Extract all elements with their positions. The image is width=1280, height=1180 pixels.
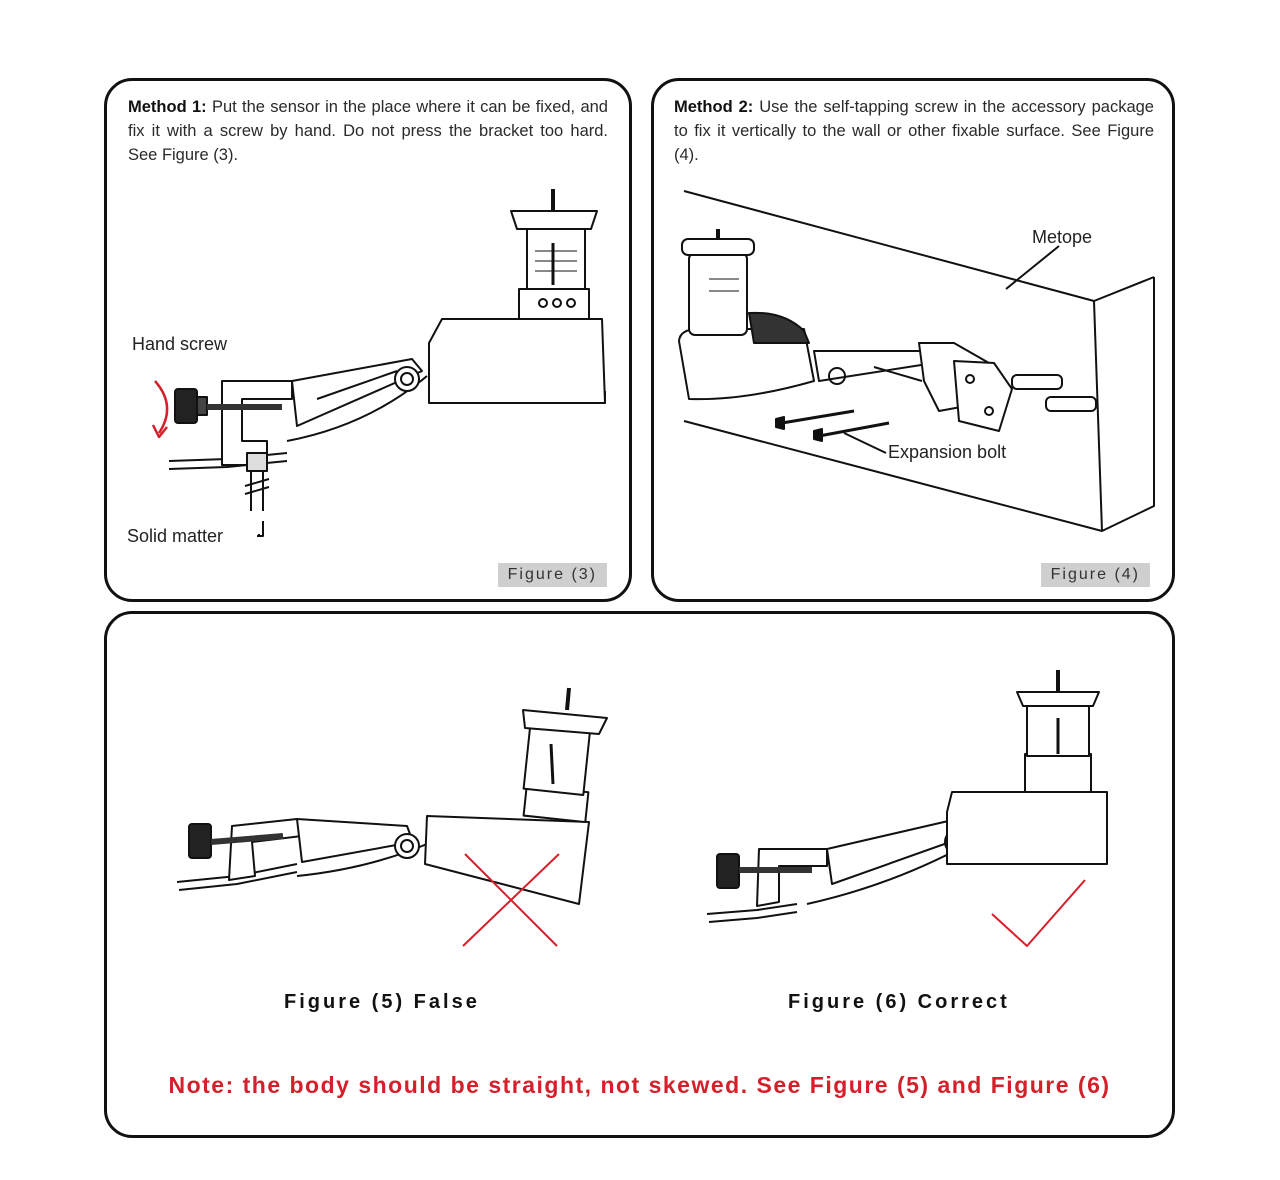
figure-4-illustration — [678, 190, 1155, 532]
comparison-panel: Figure (5) False Figure (6) Correct Note… — [104, 611, 1175, 1138]
figure-5-caption: Figure (5) False — [284, 991, 480, 1013]
figure-3-illustration — [151, 189, 606, 537]
method-1-text: Put the sensor in the place where it can… — [128, 98, 608, 164]
method-2-heading: Method 2: — [674, 98, 754, 116]
method-1-heading: Method 1: — [128, 98, 207, 116]
note-text: Note: the body should be straight, not s… — [168, 1072, 1111, 1098]
figure-5-illustration — [176, 687, 608, 947]
solid-matter-callout: Solid matter — [127, 526, 224, 546]
method-2-instructions: Method 2: Use the self-tapping screw in … — [674, 95, 1154, 167]
figure-6-caption: Figure (6) Correct — [788, 991, 1010, 1013]
metope-callout: Metope — [1032, 227, 1093, 247]
method-2-text: Use the self-tapping screw in the access… — [674, 98, 1154, 164]
method-2-panel: Method 2: Use the self-tapping screw in … — [651, 78, 1175, 602]
method-1-instructions: Method 1: Put the sensor in the place wh… — [128, 95, 608, 167]
expansion-bolt-callout: Expansion bolt — [888, 442, 1007, 462]
figure-4-label: Figure (4) — [1040, 563, 1150, 587]
figure-3-label: Figure (3) — [497, 563, 607, 587]
hand-screw-callout: Hand screw — [132, 334, 228, 354]
figure-6-illustration — [706, 670, 1108, 947]
method-1-panel: Method 1: Put the sensor in the place wh… — [104, 78, 632, 602]
